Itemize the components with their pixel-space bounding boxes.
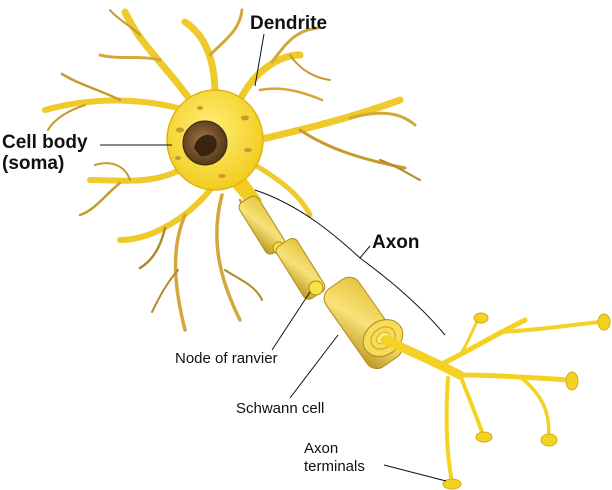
terminal-bouton [473,312,489,324]
dendrite-branch [270,26,320,64]
dendrite-branch [60,72,122,102]
dendrite-branch [348,111,417,127]
dendrite-branch [94,162,131,181]
axon-terminals-label-line1: Axon [304,440,339,457]
schwann-cell-label: Schwann cell [236,400,325,417]
dendrite-branch [151,269,179,313]
dendrite-label: Dendrite [250,13,328,34]
node-of-ranvier-label: Node of ranvier [175,350,278,367]
axon-terminals-label-line2: terminals [304,458,365,475]
dendrite-branch [109,9,141,36]
soma-label: (soma) [2,153,65,174]
dendrite-branch [224,269,263,301]
terminal-bouton [597,313,611,331]
axon-shaft [380,335,465,380]
terminal-branch [437,317,528,368]
dendrite-branch [208,8,244,57]
terminal-branch [498,320,602,334]
node-of-ranvier-2 [308,280,324,296]
dendrite-branch [47,104,86,131]
nucleolus [194,134,217,157]
dendrite-branch [379,159,421,181]
dendrite-branch [87,167,183,184]
dendrite-branch [258,87,324,102]
terminal-branch [444,376,454,485]
dendrite-branch [173,213,187,332]
terminal-branch [458,318,480,357]
axon-terminal-boutons [442,312,611,490]
axon-terminals-leader [383,464,447,482]
node-of-ranvier-leader [271,291,311,351]
terminal-bouton [442,478,462,490]
dendrite-branch [289,54,331,81]
dendrite-branch [298,128,407,170]
dendrite-branch [236,51,304,104]
terminal-bouton [540,433,558,447]
dendrite-branch [42,97,188,113]
axon-label: Axon [372,232,420,253]
cell-body-label: Cell body [2,132,88,153]
organelles [175,106,252,178]
dendrite-leader [254,33,265,87]
terminal-branch [518,375,551,442]
leader-lines [100,33,447,482]
terminal-bouton [475,431,493,443]
myelin-sheath [238,195,404,370]
dendrite-branch [254,96,404,144]
dendrites [42,8,421,332]
axon-bracket-tick [359,245,371,259]
schwann-cell-leader [289,334,339,399]
dendrite-branch [117,187,213,243]
dendrite-branch [78,181,122,217]
terminal-bouton [565,371,579,391]
terminal-branch [458,373,485,437]
dendrite-branch [181,18,219,99]
dendrite-branch [121,8,194,104]
terminal-branch [457,372,573,383]
dendrite-branch [98,53,162,62]
axon-terminal-branches [380,317,602,485]
dendrite-branch [252,162,313,218]
dendrite-branch [138,226,167,270]
dendrite-branch [215,193,242,322]
